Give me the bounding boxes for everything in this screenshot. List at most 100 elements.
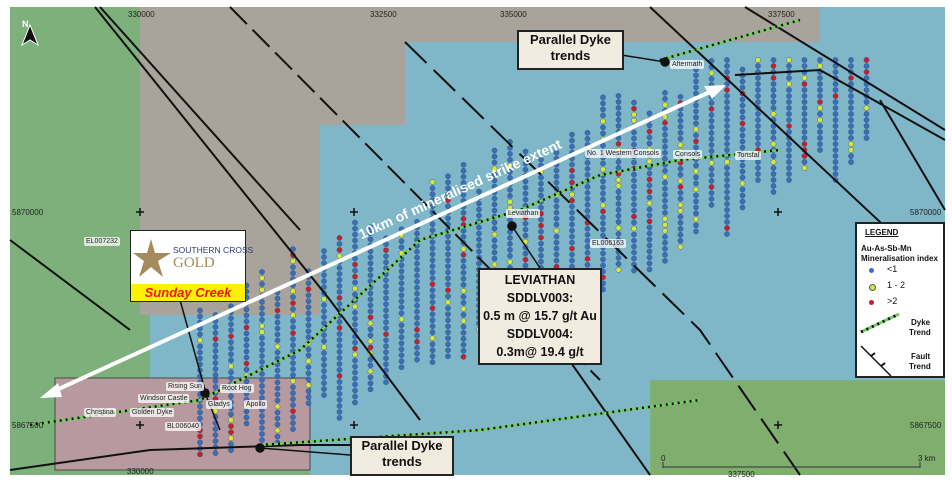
drillhole-sample bbox=[801, 99, 808, 105]
northing-label: 5870000 bbox=[910, 208, 942, 217]
drillhole-sample bbox=[336, 265, 343, 271]
drillhole-sample bbox=[259, 383, 265, 389]
drillhole-sample bbox=[321, 380, 327, 386]
drillhole-sample bbox=[522, 178, 529, 185]
drillhole-sample bbox=[352, 309, 358, 316]
drillhole-sample bbox=[336, 373, 343, 379]
drillhole-sample bbox=[243, 408, 250, 415]
drillhole-sample bbox=[383, 247, 389, 254]
drillhole-sample bbox=[197, 313, 203, 320]
drillhole-sample bbox=[414, 338, 420, 345]
drillhole-sample bbox=[848, 93, 854, 99]
drillhole-sample bbox=[786, 63, 792, 69]
prospect-western-consols: No. 1 Western Consols bbox=[585, 149, 661, 158]
drillhole-sample bbox=[274, 307, 281, 314]
drillhole-sample bbox=[398, 292, 405, 299]
drillhole-sample bbox=[631, 183, 637, 190]
drillhole-sample bbox=[786, 147, 792, 153]
drillhole-sample bbox=[398, 358, 405, 365]
drillhole-sample bbox=[228, 411, 234, 417]
drillhole-sample bbox=[553, 257, 560, 264]
drillhole-sample bbox=[197, 337, 203, 344]
drillhole-sample bbox=[863, 63, 870, 69]
drillhole-sample bbox=[352, 369, 358, 376]
legend-label: Fault bbox=[911, 352, 931, 361]
drillhole-sample bbox=[538, 246, 544, 253]
drillhole-sample bbox=[429, 335, 436, 341]
drillhole-sample bbox=[724, 195, 730, 201]
drillhole-sample bbox=[352, 381, 358, 388]
drillhole-sample bbox=[631, 135, 637, 142]
drillhole-sample bbox=[755, 99, 761, 105]
map-legend: LEGEND Au-As-Sb-Mn Mineralisation index … bbox=[855, 222, 945, 378]
drillhole-sample bbox=[445, 179, 451, 186]
drillhole-sample bbox=[569, 179, 575, 186]
drillhole-sample bbox=[212, 342, 219, 348]
drillhole-sample bbox=[212, 348, 219, 354]
drillhole-sample bbox=[708, 124, 715, 130]
drillhole-sample bbox=[367, 224, 374, 231]
drillhole-sample bbox=[321, 272, 327, 278]
drillhole-sample bbox=[708, 148, 715, 154]
drillhole-sample bbox=[336, 349, 343, 355]
drillhole-sample bbox=[274, 397, 281, 404]
drillhole-sample bbox=[445, 323, 451, 330]
drillhole-sample bbox=[584, 190, 591, 196]
drillhole-sample bbox=[693, 210, 699, 217]
drillhole-sample bbox=[600, 184, 606, 191]
drillhole-sample bbox=[662, 143, 668, 150]
drillhole-sample bbox=[786, 141, 792, 147]
drillhole-sample bbox=[724, 213, 730, 219]
drillhole-sample bbox=[321, 284, 327, 290]
callout-line: trends bbox=[382, 454, 422, 469]
drillhole-sample bbox=[460, 167, 467, 174]
drillhole-sample bbox=[615, 225, 622, 231]
drillhole-sample bbox=[305, 328, 312, 334]
drillhole-sample bbox=[414, 248, 420, 255]
drillhole-sample bbox=[228, 357, 234, 363]
drillhole-sample bbox=[367, 254, 374, 261]
drillhole-sample bbox=[553, 197, 560, 204]
drillhole-sample bbox=[336, 403, 343, 409]
drillhole-sample bbox=[600, 106, 606, 113]
drillhole-sample bbox=[817, 141, 823, 147]
drillhole-sample bbox=[445, 197, 451, 204]
drillhole-sample bbox=[228, 351, 234, 357]
drillhole-sample bbox=[538, 234, 544, 241]
drillhole-sample bbox=[212, 336, 219, 342]
drillhole-sample bbox=[646, 230, 653, 237]
drillhole-sample bbox=[801, 81, 808, 87]
drillhole-sample bbox=[274, 385, 281, 392]
drillhole-sample bbox=[786, 57, 792, 63]
drillhole-sample bbox=[801, 63, 808, 69]
drillhole-sample bbox=[243, 312, 250, 319]
drillhole-sample bbox=[228, 435, 234, 441]
drillhole-sample bbox=[367, 290, 374, 297]
drillhole-sample bbox=[615, 99, 622, 105]
drillhole-sample bbox=[739, 126, 746, 133]
drillhole-sample bbox=[445, 335, 451, 342]
tenement-label: BL006040 bbox=[165, 422, 201, 431]
drillhole-sample bbox=[631, 99, 637, 106]
drillhole-sample bbox=[646, 242, 653, 249]
drillhole-sample bbox=[832, 129, 839, 135]
drillhole-sample bbox=[615, 255, 622, 261]
drillhole-sample bbox=[755, 159, 761, 165]
drillhole-sample bbox=[832, 159, 839, 165]
drillhole-sample bbox=[429, 239, 436, 245]
prospect-golden-dyke: Golden Dyke bbox=[130, 408, 175, 417]
drillhole-sample bbox=[398, 310, 405, 317]
drillhole-sample bbox=[646, 266, 653, 273]
drillhole-sample bbox=[724, 135, 730, 141]
drillhole-sample bbox=[305, 382, 312, 388]
drillhole-sample bbox=[786, 87, 792, 93]
drillhole-sample bbox=[429, 347, 436, 353]
drillhole-sample bbox=[383, 355, 389, 362]
drillhole-sample bbox=[600, 250, 606, 257]
drillhole-sample bbox=[383, 349, 389, 356]
drillhole-sample bbox=[274, 319, 281, 326]
drillhole-sample bbox=[491, 165, 498, 172]
drillhole-sample bbox=[631, 243, 637, 250]
drillhole-sample bbox=[259, 335, 265, 341]
